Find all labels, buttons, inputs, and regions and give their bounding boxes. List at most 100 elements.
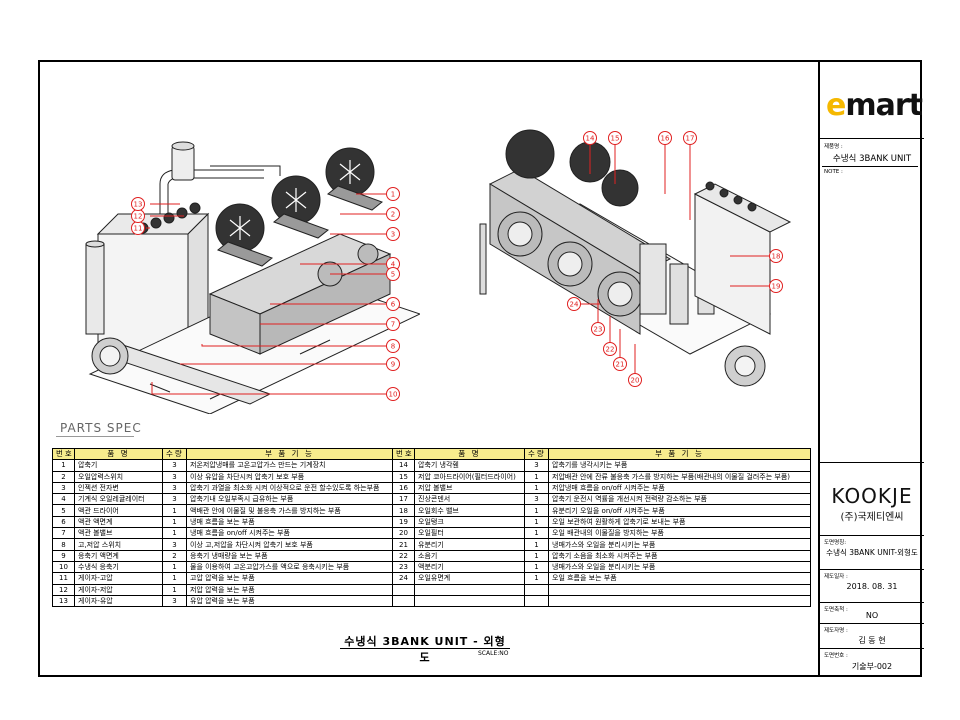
callout-bubble	[386, 339, 400, 353]
cell-function: 냉매가스와 오일을 분리시키는 부품	[548, 560, 811, 574]
cell-function	[548, 583, 811, 596]
cell-no: 18	[392, 504, 415, 517]
cell-function: 저압냉매 흐름을 on/off 시켜주는 부품	[548, 481, 811, 495]
cell-no: 20	[392, 527, 415, 540]
cell-no: 2	[52, 470, 75, 483]
cell-function	[548, 594, 811, 608]
rear-compressor-fans	[505, 129, 639, 207]
project-value-underline	[822, 166, 918, 167]
cell-name: 게이자-고압	[74, 572, 163, 585]
cell-qty: 1	[162, 560, 187, 574]
cell-qty: 2	[162, 549, 187, 562]
cell-function: 오일 보관하여 원활하게 압축기로 보내는 부품	[548, 515, 811, 529]
cell-name: 액관 액면계	[74, 515, 163, 529]
cell-name: 액분리기	[414, 560, 525, 574]
cell-no: 7	[52, 527, 75, 540]
callout-bubble	[658, 131, 672, 145]
callout-bubble	[769, 279, 783, 293]
drawing-scale: SCALE:NO	[478, 650, 509, 657]
cell-function: 냉매가스와 오일을 분리시키는 부품	[548, 538, 811, 551]
callout-number: 1	[391, 191, 395, 199]
drawing-name-label: 도면명칭:	[824, 540, 847, 546]
cell-no: 10	[52, 560, 75, 574]
callout-number: 24	[570, 301, 579, 309]
callout-bubble	[567, 297, 581, 311]
cell-name	[414, 583, 525, 596]
cell-no: 22	[392, 549, 415, 562]
callout-bubble	[608, 131, 622, 145]
cell-qty: 1	[524, 527, 549, 540]
vertical-tank	[85, 243, 105, 335]
scale-value: NO	[865, 611, 879, 620]
kookje-logo: KOOKJE	[831, 484, 913, 508]
cell-qty: 3	[162, 594, 187, 608]
cell-name: 액관 드라이어	[74, 504, 163, 517]
header-qty: 수량	[524, 447, 549, 461]
cell-name: 유분리기	[414, 538, 525, 551]
cell-name: 수냉식 응축기	[74, 560, 163, 574]
cell-function: 냉매 흐름을 on/off 시켜주는 부품	[186, 527, 393, 540]
callout-number: 13	[134, 201, 143, 209]
oil-separator	[639, 243, 667, 315]
drawing-number-value: 기술부-002	[851, 662, 893, 671]
cell-no: 3	[52, 481, 75, 495]
drawing-name-value: 수냉식 3BANK UNIT-외형도	[826, 548, 918, 557]
left-callouts	[146, 193, 390, 395]
cell-no: 19	[392, 515, 415, 529]
callout-bubble	[683, 131, 697, 145]
callout-number: 19	[772, 283, 781, 291]
cell-function: 유압 압력을 보는 부품	[186, 594, 393, 608]
cell-name: 응축기 액면계	[74, 549, 163, 562]
cell-no: 5	[52, 504, 75, 517]
cell-function: 저압 압력을 보는 부품	[186, 583, 393, 596]
cell-name: 게이자-유압	[74, 594, 163, 608]
cell-qty: 1	[162, 515, 187, 529]
cell-name: 저압 볼밸브	[414, 481, 525, 495]
cell-qty: 1	[162, 583, 187, 596]
header-function: 부 품 기 능	[548, 447, 811, 461]
drawing-sheet-border	[38, 60, 922, 677]
cell-qty	[524, 583, 549, 596]
cell-function: 유분리기 오일을 on/off 시켜주는 부품	[548, 504, 811, 517]
cell-qty: 1	[162, 527, 187, 540]
drawing-title-underline	[340, 648, 510, 649]
cell-no: 14	[392, 459, 415, 472]
header-no: 번호	[52, 447, 75, 461]
scale-label: 도면축척 :	[824, 607, 848, 613]
cell-no: 4	[52, 493, 75, 506]
cell-name: 압축기	[74, 459, 163, 472]
callout-number: 9	[391, 361, 395, 369]
callout-number: 5	[391, 271, 395, 279]
drafter-value: 김 동 현	[858, 636, 886, 645]
cell-name: 저압 코아드라이어(필터드라이어)	[414, 470, 525, 483]
table-row	[392, 594, 811, 608]
table-header-row: 번호 품 명 수량 부 품 기 능	[392, 447, 811, 461]
callout-bubble	[613, 357, 627, 371]
cell-qty: 3	[162, 493, 187, 506]
table-row	[392, 583, 811, 596]
cell-no: 11	[52, 572, 75, 585]
callout-number: 15	[611, 135, 620, 143]
cell-function: 물을 이용하여 고온고압가스를 액으로 응축시키는 부품	[186, 560, 393, 574]
cell-no: 6	[52, 515, 75, 529]
callout-number: 23	[594, 326, 603, 334]
suction-accumulator	[669, 263, 689, 325]
cell-name: 오일필터	[414, 527, 525, 540]
cell-no: 17	[392, 493, 415, 506]
cell-qty: 3	[162, 470, 187, 483]
